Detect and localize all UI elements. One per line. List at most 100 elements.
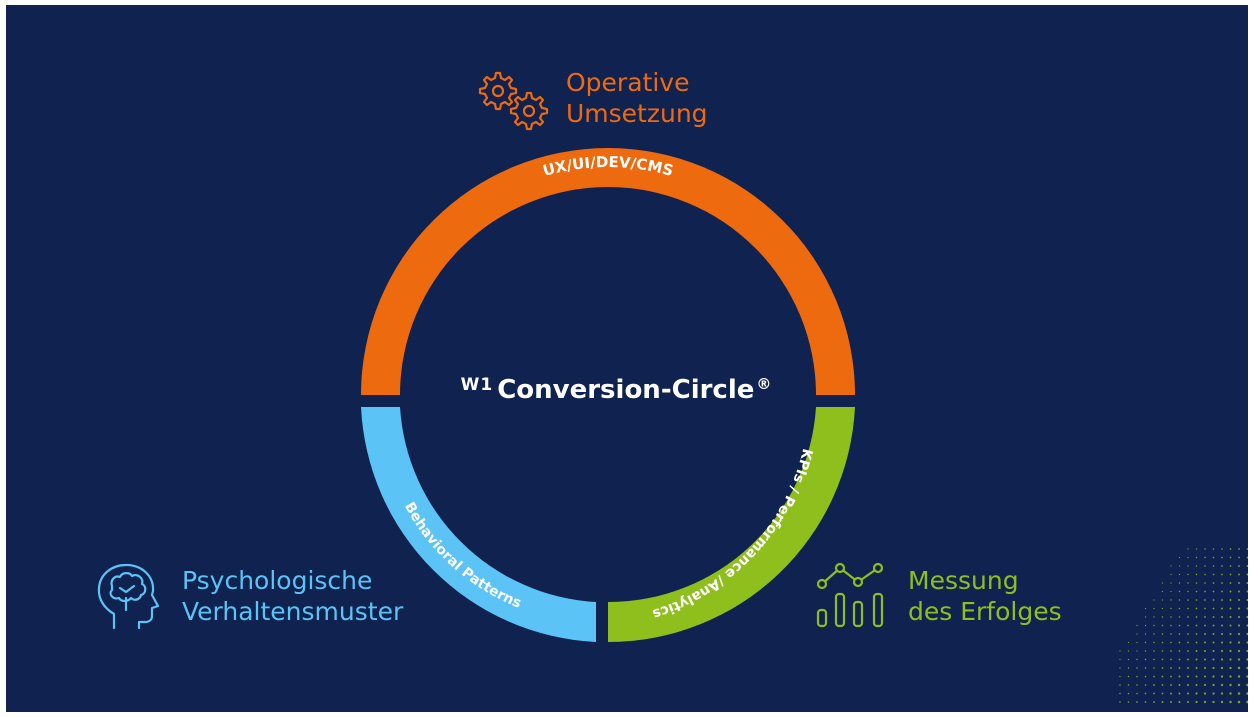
decor-dot <box>1161 582 1164 584</box>
decor-dot <box>1237 700 1241 704</box>
decor-dot <box>1195 650 1198 652</box>
decor-dot <box>1127 701 1130 703</box>
decor-dot <box>1127 658 1130 661</box>
decor-dot <box>1153 658 1155 661</box>
decor-dot <box>1246 649 1248 653</box>
decor-dot <box>1153 633 1155 635</box>
decor-dot <box>1204 548 1206 550</box>
segment-top-arc <box>361 148 855 395</box>
decor-dot <box>1204 556 1206 559</box>
decor-dot <box>1178 641 1181 644</box>
decor-dot <box>1178 599 1181 601</box>
decor-dot <box>1204 565 1206 567</box>
decor-dot <box>1229 556 1232 559</box>
decor-dot <box>1212 692 1215 695</box>
decor-dot <box>1170 650 1172 652</box>
outer-label-right-line1: Messung <box>908 566 1019 595</box>
decor-dot <box>1246 598 1248 602</box>
decor-dot <box>1144 667 1147 669</box>
decor-dot <box>1221 573 1223 576</box>
decor-dot <box>1220 632 1224 636</box>
bar-line-chart-icon <box>816 562 884 628</box>
decor-dot <box>1212 582 1215 584</box>
decor-dot <box>1161 667 1164 669</box>
decor-dot <box>1212 590 1215 593</box>
decor-dot <box>1195 556 1198 559</box>
decor-dot <box>1212 607 1215 610</box>
decor-dot <box>1161 692 1164 695</box>
decorative-dot-pattern <box>1119 548 1248 704</box>
decor-dot <box>1144 616 1147 618</box>
decor-dot <box>1119 667 1121 669</box>
decor-dot <box>1229 590 1232 593</box>
decor-dot <box>1246 641 1248 644</box>
decor-dot <box>1212 624 1215 627</box>
decor-dot <box>1237 615 1241 619</box>
decor-dot <box>1246 615 1248 619</box>
decor-dot <box>1246 582 1248 584</box>
decor-dot <box>1161 650 1164 652</box>
decor-dot <box>1212 616 1215 618</box>
decor-dot <box>1212 573 1215 576</box>
decor-dot <box>1144 675 1147 678</box>
decor-dot <box>1221 582 1223 584</box>
decor-dot <box>1161 658 1164 661</box>
decor-dot <box>1195 624 1198 627</box>
decor-dot <box>1161 607 1164 610</box>
decor-dot <box>1221 607 1223 610</box>
decor-dot <box>1161 624 1164 627</box>
decor-dot <box>1187 616 1189 618</box>
decor-dot <box>1170 590 1172 593</box>
decor-dot <box>1246 692 1248 695</box>
registered-mark: ® <box>756 375 772 393</box>
decor-dot <box>1161 633 1164 635</box>
decor-dot <box>1170 684 1172 686</box>
decor-dot <box>1119 701 1121 703</box>
decor-dot <box>1187 607 1189 610</box>
decor-dot <box>1221 590 1223 593</box>
decor-dot <box>1161 616 1164 618</box>
decor-dot <box>1203 666 1207 670</box>
decor-dot <box>1212 700 1215 704</box>
decor-dot <box>1204 607 1206 610</box>
decor-dot <box>1238 573 1240 576</box>
decor-dot <box>1229 599 1232 601</box>
decor-dot <box>1170 565 1172 567</box>
decor-dot <box>1229 624 1232 627</box>
decor-dot <box>1220 666 1224 670</box>
decor-dot <box>1178 667 1181 669</box>
decor-dot <box>1221 616 1223 618</box>
decor-dot <box>1212 658 1215 661</box>
decor-dot <box>1127 650 1130 652</box>
decor-dot <box>1212 641 1215 644</box>
decor-dot <box>1187 573 1189 576</box>
decor-dot <box>1161 641 1164 644</box>
decor-dot <box>1170 582 1172 584</box>
decor-dot <box>1229 683 1232 687</box>
decor-dot <box>1153 641 1155 644</box>
decor-dot <box>1204 599 1206 601</box>
decor-dot <box>1212 633 1215 635</box>
decor-dot <box>1237 624 1241 627</box>
decor-dot <box>1187 565 1189 567</box>
decor-dot <box>1195 667 1198 669</box>
decor-dot <box>1229 632 1232 636</box>
decor-dot <box>1237 649 1241 653</box>
decor-dot <box>1136 701 1138 703</box>
decor-dot <box>1178 565 1181 567</box>
decor-dot <box>1195 683 1198 687</box>
decor-dot <box>1246 573 1248 576</box>
decor-dot <box>1136 633 1138 635</box>
outer-label-top: Operative Umsetzung <box>566 67 708 129</box>
decor-dot <box>1195 692 1198 695</box>
decor-dot <box>1144 701 1147 703</box>
decor-dot <box>1229 607 1232 610</box>
decor-dot <box>1153 650 1155 652</box>
decor-dot <box>1144 658 1147 661</box>
decor-dot <box>1237 658 1241 661</box>
decor-dot <box>1212 675 1215 678</box>
decor-dot <box>1187 590 1189 593</box>
decor-dot <box>1212 556 1215 559</box>
decor-dot <box>1178 582 1181 584</box>
decor-dot <box>1238 599 1240 601</box>
